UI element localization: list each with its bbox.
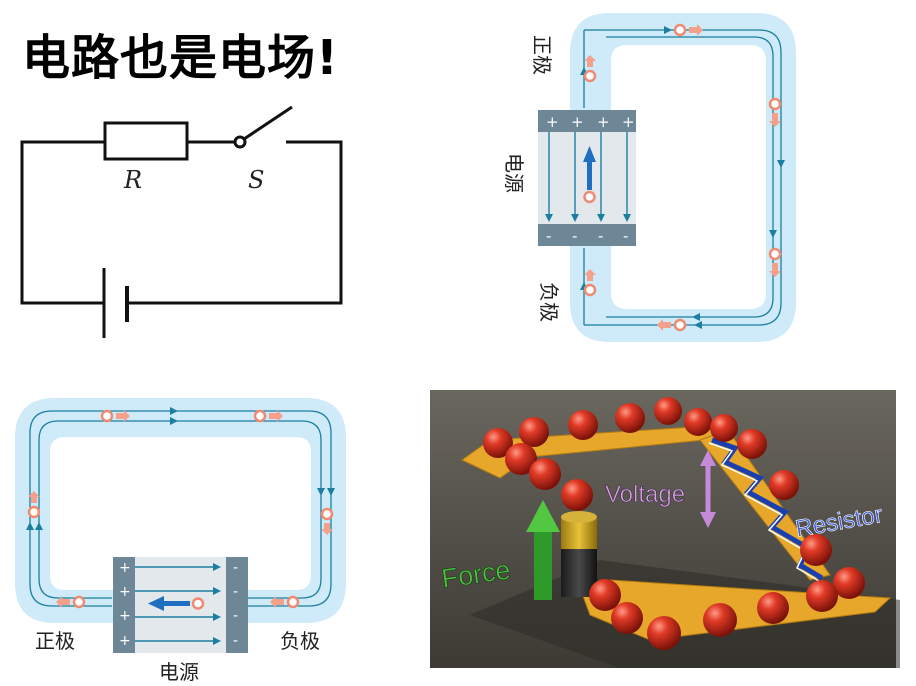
force-arrow	[534, 530, 552, 600]
conductor-inner	[50, 437, 311, 590]
conductor-inner	[611, 45, 766, 309]
field-line-inner	[606, 36, 774, 318]
positive-terminal	[538, 110, 636, 132]
svg-text:-: -	[572, 227, 577, 245]
circuit-3d-model	[430, 390, 900, 668]
field-line-inner	[38, 420, 322, 599]
switch-label: S	[248, 166, 264, 194]
source-label-vertical: 电源	[502, 153, 526, 193]
svg-text:+: +	[571, 113, 584, 131]
wire-left	[20, 140, 105, 305]
svg-text:-: -	[623, 227, 628, 245]
svg-text:-: -	[546, 227, 551, 245]
negative-pole-label-vertical: 负极	[537, 282, 561, 322]
svg-text:-: -	[233, 584, 238, 600]
electron-balls	[483, 397, 865, 650]
switch-pivot	[233, 135, 247, 149]
field-line-outer	[600, 29, 782, 326]
negative-terminal	[538, 224, 636, 246]
svg-text:-: -	[233, 608, 238, 624]
resistor-symbol	[103, 121, 189, 161]
svg-text:-: -	[233, 633, 238, 649]
circuit-schematic	[20, 105, 343, 338]
positive-terminal	[113, 557, 135, 653]
field-diagram-horizontal: + + + + - - - -	[15, 398, 346, 653]
field-diagram-vertical: + + + + - - - -	[538, 13, 796, 342]
charge-particle	[583, 190, 596, 204]
svg-text:+: +	[119, 584, 131, 600]
svg-text:-: -	[233, 560, 238, 576]
switch-blade	[243, 105, 293, 141]
svg-text:+: +	[546, 113, 559, 131]
positive-pole-label-horizontal: 正极	[35, 629, 75, 653]
negative-terminal	[226, 557, 248, 653]
svg-text:+: +	[119, 560, 131, 576]
svg-text:-: -	[598, 227, 603, 245]
svg-text:+: +	[622, 113, 635, 131]
charge-particle	[191, 597, 205, 610]
source-label-horizontal: 电源	[159, 660, 199, 684]
svg-text:+: +	[119, 633, 131, 649]
svg-text:+: +	[597, 113, 610, 131]
field-line-outer	[29, 410, 332, 607]
wire-right	[127, 140, 343, 305]
negative-pole-label-horizontal: 负极	[280, 629, 320, 653]
resistor-label: R	[123, 166, 142, 194]
positive-pole-label-vertical: 正极	[530, 35, 554, 75]
voltage-label: Voltage	[605, 481, 685, 508]
page-title: 电路也是电场!	[22, 30, 339, 86]
svg-text:+: +	[119, 608, 131, 624]
